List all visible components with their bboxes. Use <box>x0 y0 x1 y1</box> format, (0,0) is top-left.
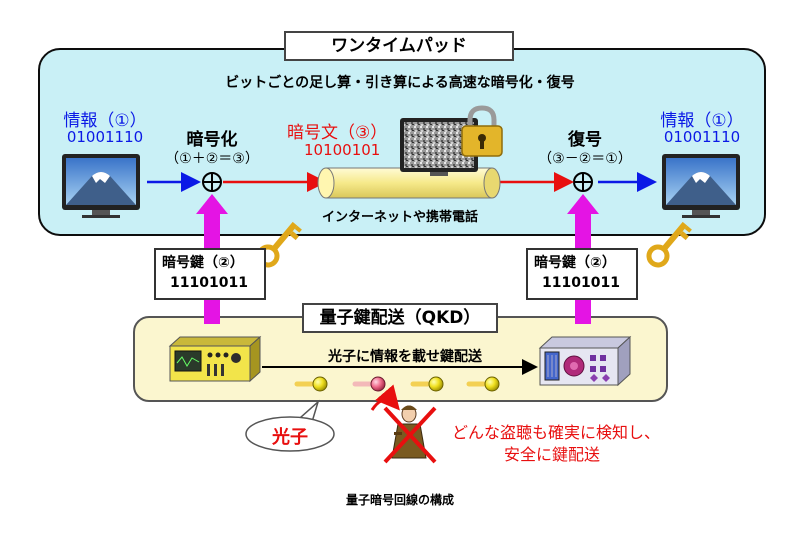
left-info-bits: 01001110 <box>66 128 144 146</box>
ciphertext-bits: 10100101 <box>304 141 381 159</box>
eavesdropper-icon <box>370 384 437 464</box>
qkd-sender-device-icon <box>168 335 262 383</box>
decrypt-xor-icon <box>573 172 593 192</box>
right-key-label: 暗号鍵（②） <box>534 255 616 271</box>
padlock-icon <box>461 105 503 157</box>
decrypt-label: 復号 <box>568 130 602 150</box>
qkd-title: 量子鍵配送（QKD） <box>302 303 498 333</box>
photon-icon <box>466 376 500 392</box>
qkd-arrow-label: 光子に情報を載せ鍵配送 <box>328 349 482 365</box>
right-key-box: 暗号鍵（②） 11101011 <box>526 248 638 300</box>
ciphertext-label: 暗号文（③） <box>287 123 388 143</box>
one-time-pad-title: ワンタイムパッド <box>284 31 514 61</box>
left-monitor-icon <box>62 154 140 218</box>
eavesdrop-note-line: どんな盗聴も確実に検知し、 <box>452 423 661 442</box>
photon-icon <box>410 376 444 392</box>
left-key-box: 暗号鍵（②） 11101011 <box>154 248 266 300</box>
photon-icon <box>294 376 328 392</box>
eavesdrop-note-line: 安全に鍵配送 <box>504 445 601 464</box>
encrypt-label: 暗号化 <box>186 130 238 150</box>
right-info-bits: 01001110 <box>663 128 741 146</box>
right-monitor-icon <box>662 154 740 218</box>
left-key-label: 暗号鍵（②） <box>162 255 244 271</box>
eavesdrop-note: どんな盗聴も確実に検知し、 安全に鍵配送 <box>452 422 662 466</box>
figure-caption: 量子暗号回線の構成 <box>345 493 454 507</box>
right-info-label: 情報（①） <box>660 111 744 131</box>
encrypt-xor-icon <box>202 172 222 192</box>
right-key-icon <box>646 221 692 268</box>
photon-label: 光子 <box>272 427 308 448</box>
photon-icon <box>352 376 386 392</box>
channel-label: インターネットや携帯電話 <box>321 210 478 225</box>
photon-callout-bubble <box>245 399 335 452</box>
right-key-bits: 11101011 <box>542 275 620 291</box>
decrypt-formula: （③－②＝①） <box>538 151 632 167</box>
left-key-bits: 11101011 <box>170 275 248 291</box>
one-time-pad-subtitle: ビットごとの足し算・引き算による高速な暗号化・復号 <box>225 75 575 91</box>
encrypt-formula: （①＋②＝③） <box>165 151 259 167</box>
left-info-label: 情報（①） <box>63 111 147 131</box>
channel-tube-icon <box>317 167 501 199</box>
qkd-receiver-device-icon <box>538 335 632 387</box>
